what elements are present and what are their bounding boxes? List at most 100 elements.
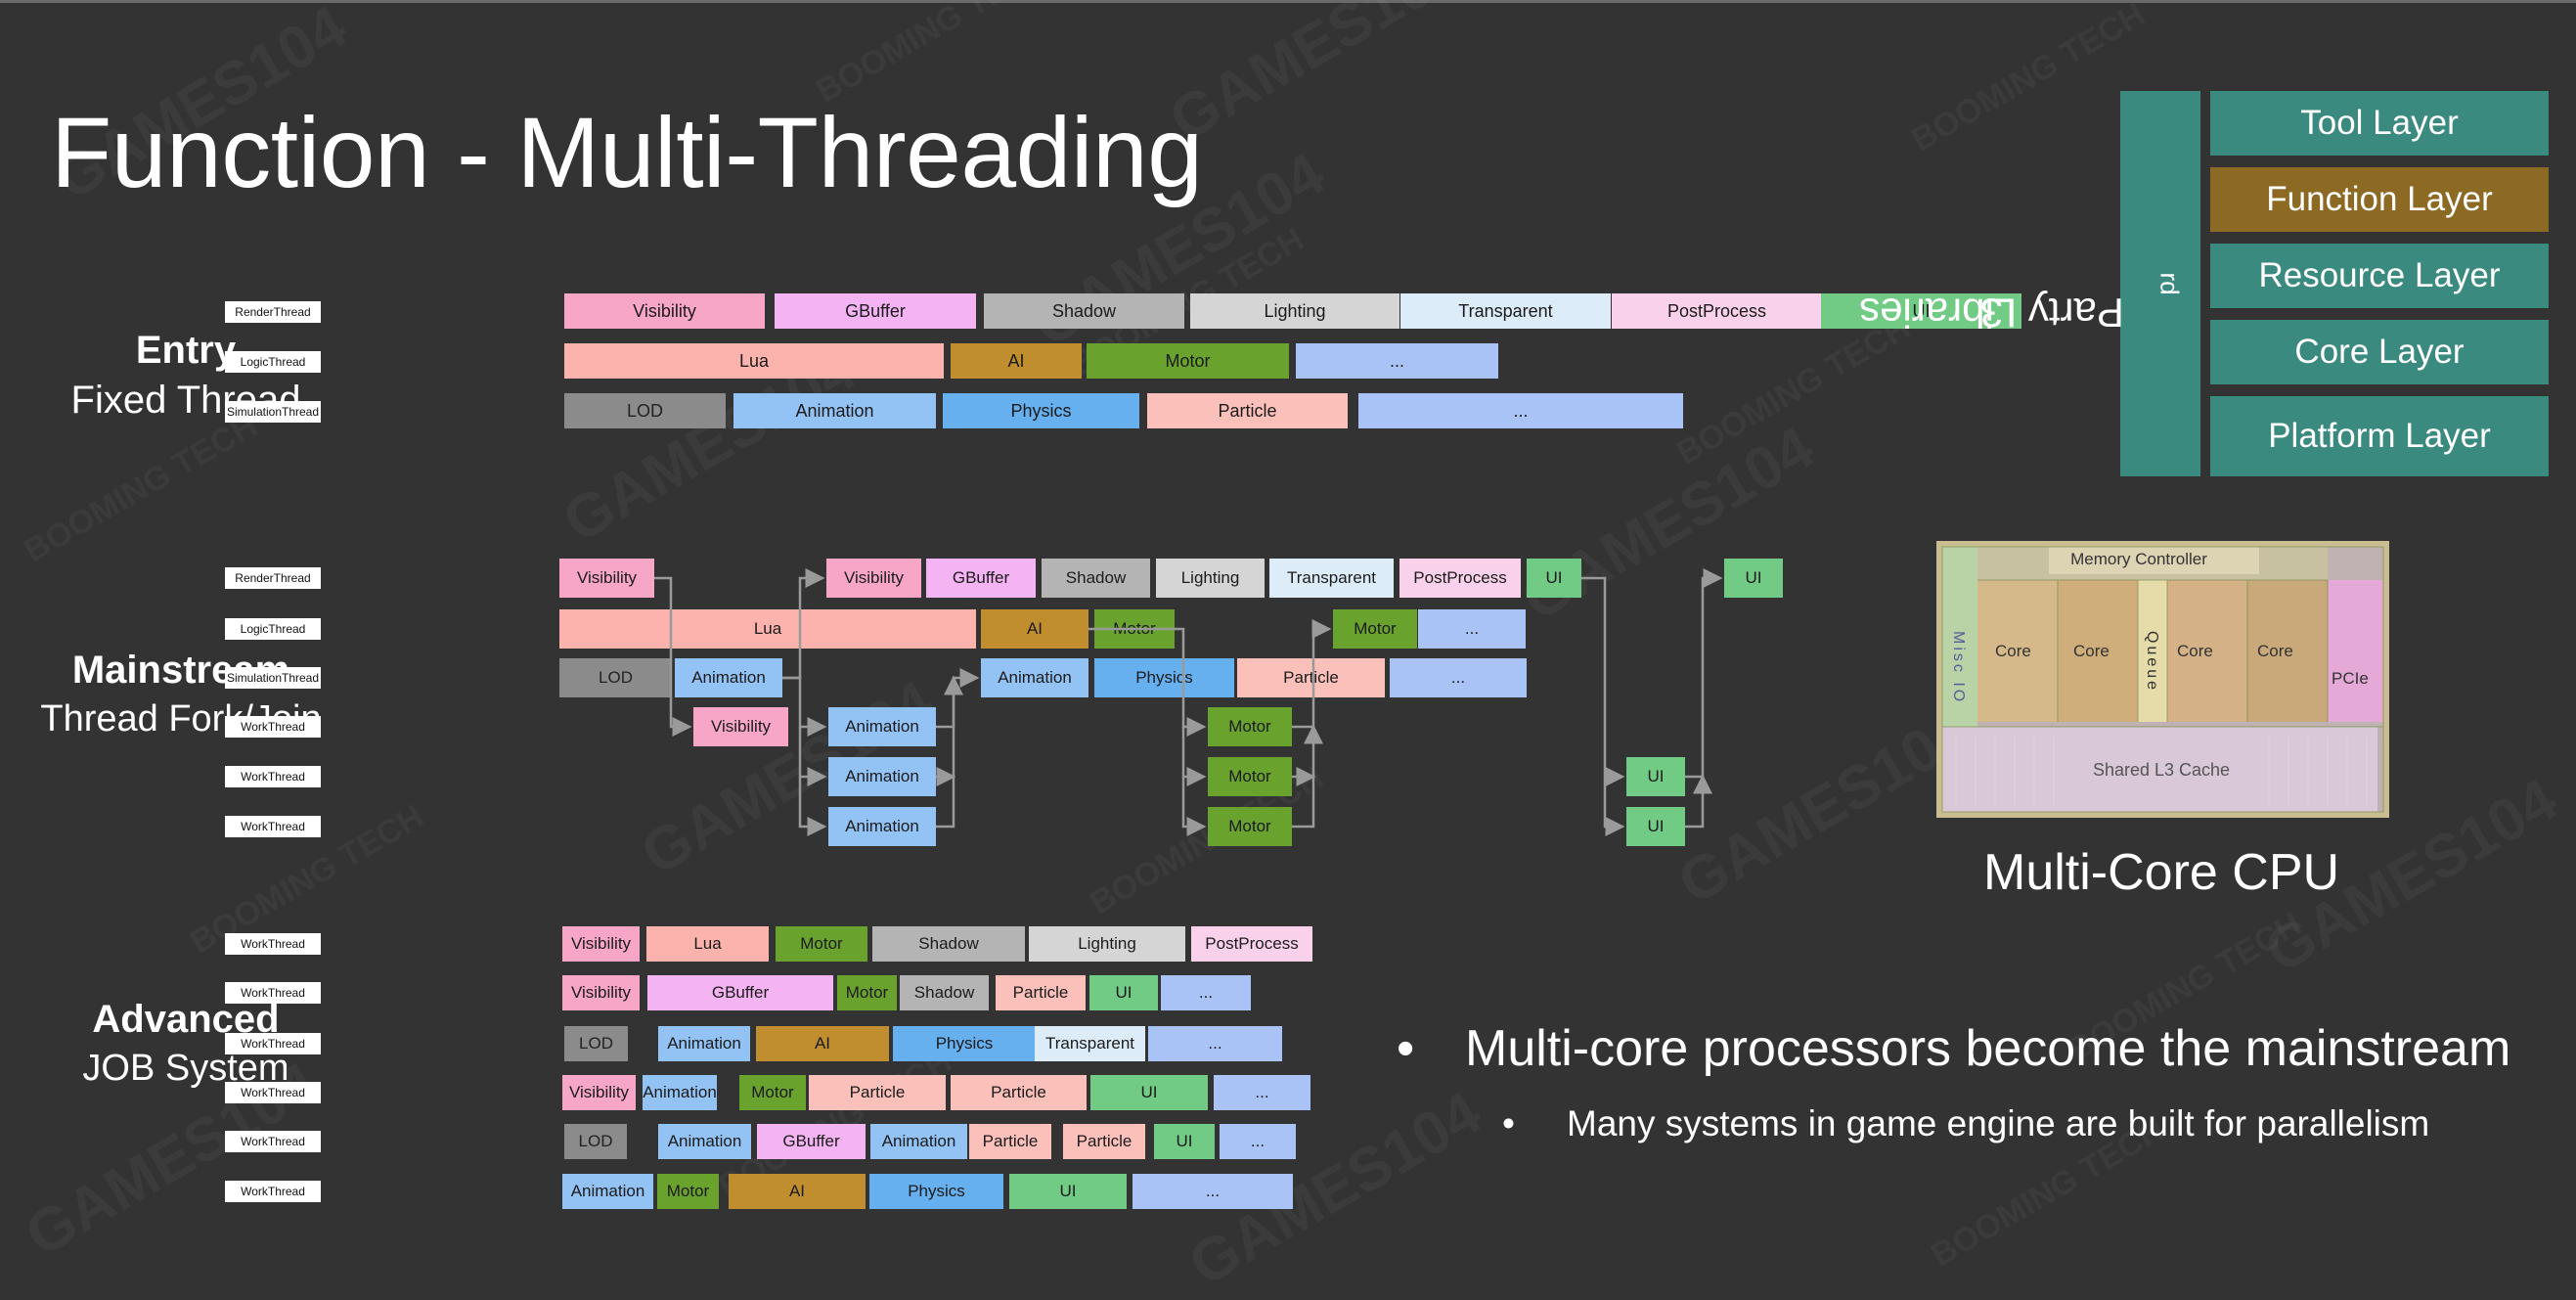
task-block: Physics (1094, 658, 1234, 697)
task-block: Animation (828, 757, 936, 796)
task-block: ... (1161, 975, 1251, 1010)
task-block: Particle (996, 975, 1086, 1010)
task-block: Animation (658, 1026, 750, 1061)
flow-arrow (1181, 777, 1207, 836)
flow-arrow (798, 727, 827, 786)
thread-label: WorkThread (225, 933, 321, 955)
task-block: Motor (1208, 757, 1292, 796)
thread-label: LogicThread (225, 351, 321, 373)
task-block: Motor (1333, 609, 1417, 649)
task-block: Animation (562, 1174, 653, 1209)
task-block: ... (1418, 609, 1526, 649)
task-block: ... (1390, 658, 1527, 697)
engine-layer: Core Layer (2210, 320, 2549, 384)
flow-arrow (654, 576, 692, 737)
task-block: Animation (733, 393, 936, 428)
task-block: GBuffer (757, 1124, 866, 1159)
task-block: ... (1148, 1026, 1282, 1061)
task-block: Shadow (872, 926, 1025, 962)
entry-title: Entry (135, 329, 237, 372)
task-block: Shadow (900, 975, 989, 1010)
task-block: Motor (1208, 807, 1292, 846)
cpu-queue: Queue (2144, 631, 2160, 693)
thread-label: WorkThread (225, 1131, 321, 1152)
thread-label: RenderThread (225, 567, 321, 589)
top-divider (0, 0, 2576, 3)
task-block: GBuffer (647, 975, 833, 1010)
thread-label: LogicThread (225, 618, 321, 640)
task-block: ... (1358, 393, 1683, 428)
task-block: Lighting (1156, 559, 1265, 598)
flow-arrow (798, 777, 827, 836)
flow-arrow (1581, 576, 1625, 786)
engine-layer: Tool Layer (2210, 91, 2549, 156)
thread-label: WorkThread (225, 1082, 321, 1103)
flow-arrow (1685, 568, 1723, 779)
flow-arrow (1181, 727, 1207, 786)
task-block: UI (1724, 559, 1783, 598)
task-block: Physics (893, 1026, 1036, 1061)
task-block: UI (1009, 1174, 1127, 1209)
task-block: UI (1626, 757, 1685, 796)
task-block: LOD (564, 1026, 628, 1061)
task-block: Particle (1237, 658, 1385, 697)
task-block: Visibility (693, 707, 788, 746)
thread-label: SimulationThread (225, 667, 321, 689)
bullet-main: •Multi-core processors become the mainst… (1397, 1020, 2511, 1077)
engine-layer: Function Layer (2210, 167, 2549, 232)
task-block: Animation (675, 658, 782, 697)
task-block: Motor (776, 926, 867, 962)
engine-layer: Platform Layer (2210, 396, 2549, 476)
task-block: Motor (1087, 343, 1289, 379)
task-block: LOD (564, 393, 726, 428)
bullet-sub: •Many systems in game engine are built f… (1502, 1103, 2430, 1143)
slide-title: Function - Multi-Threading (51, 97, 1203, 208)
thread-label: WorkThread (225, 982, 321, 1004)
thread-label: SimulationThread (225, 401, 321, 423)
task-block: Particle (951, 1075, 1087, 1110)
task-block: Transparent (1269, 559, 1394, 598)
task-block: LOD (564, 1124, 627, 1159)
task-block: GBuffer (926, 559, 1036, 598)
task-block: ... (1220, 1124, 1296, 1159)
task-block: ... (1214, 1075, 1310, 1110)
flow-arrow (1292, 619, 1332, 729)
task-block: UI (1821, 293, 2021, 329)
bullet-dot: • (1502, 1103, 1515, 1143)
cpu-pcie: PCIe (2332, 669, 2369, 688)
flow-arrow (1685, 774, 1712, 829)
task-block: Physics (869, 1174, 1003, 1209)
thread-label: RenderThread (225, 301, 321, 323)
task-block: Transparent (1400, 293, 1611, 329)
task-block: UI (1089, 975, 1158, 1010)
task-block: Motor (1208, 707, 1292, 746)
thread-label: WorkThread (225, 816, 321, 837)
task-block: Lua (646, 926, 769, 962)
task-block: Visibility (826, 559, 921, 598)
task-block: GBuffer (775, 293, 976, 329)
cpu-core-3: Core (2177, 642, 2213, 660)
task-block: Visibility (562, 926, 640, 962)
task-block: Motor (657, 1174, 719, 1209)
cpu-memory-controller: Memory Controller (2070, 550, 2207, 568)
task-block: AI (729, 1174, 866, 1209)
task-block: AI (951, 343, 1082, 379)
thread-label: WorkThread (225, 1033, 321, 1054)
flow-arrow (1088, 627, 1207, 737)
cpu-die-illustration: Memory Controller Core Core Core Core Qu… (1936, 541, 2389, 818)
cpu-l3-cache: Shared L3 Cache (2093, 760, 2230, 780)
task-block: AI (756, 1026, 889, 1061)
task-block: Animation (643, 1075, 717, 1110)
cpu-die-image: Memory Controller Core Core Core Core Qu… (1936, 541, 2389, 818)
task-block: Visibility (562, 1075, 636, 1110)
task-block: Particle (1147, 393, 1348, 428)
task-block: Animation (981, 658, 1088, 697)
flow-arrow (1603, 777, 1625, 836)
task-block: Shadow (984, 293, 1184, 329)
task-block: UI (1626, 807, 1685, 846)
thread-label: WorkThread (225, 1181, 321, 1202)
task-block: Animation (828, 707, 936, 746)
flow-arrow (936, 675, 963, 829)
task-block: Lua (564, 343, 944, 379)
